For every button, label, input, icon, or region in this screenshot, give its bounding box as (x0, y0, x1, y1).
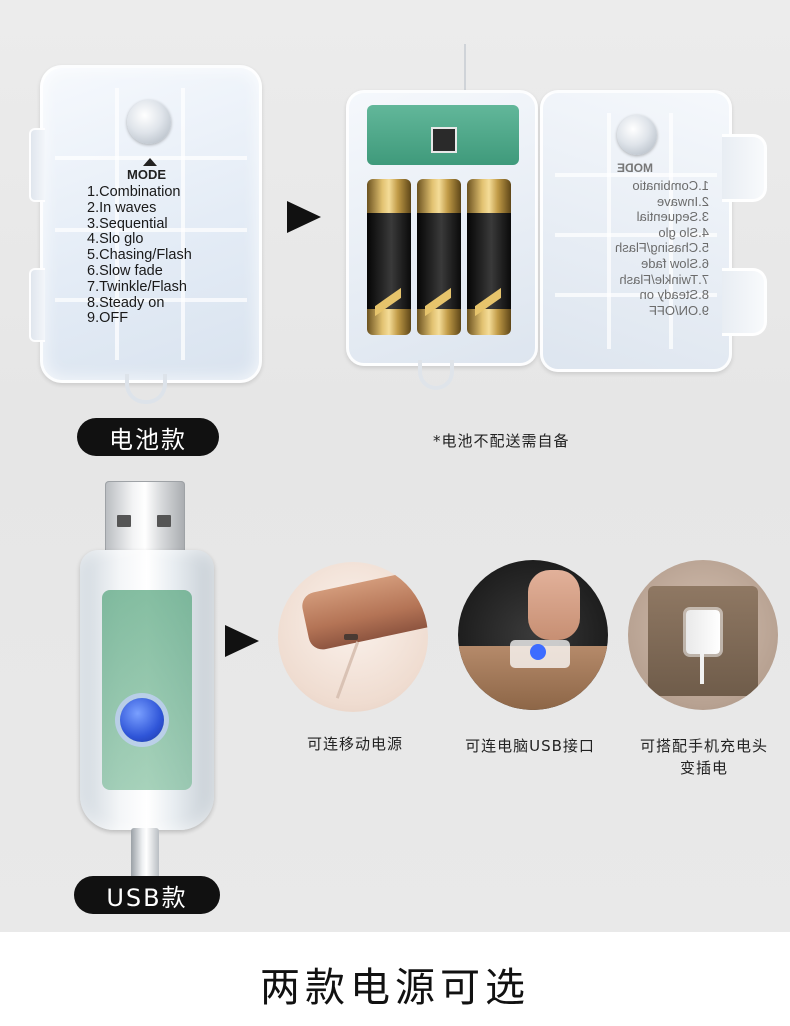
battery-box-closed-image: MODE 1.Combination 2.In waves 3.Sequenti… (29, 65, 262, 383)
battery-box-open-image (346, 90, 538, 366)
usb-option-caption: 可搭配手机充电头 变插电 (639, 737, 768, 777)
mode-item: 5.Chasing/Flash (87, 247, 192, 264)
aa-battery (417, 179, 461, 335)
mode-button-knob (127, 100, 171, 144)
box-side-tab (29, 128, 45, 202)
box-hinge (722, 134, 767, 202)
mode-item: 9.OFF (87, 310, 129, 327)
aa-battery (467, 179, 511, 335)
mirrored-mode-list: 1.Combinatio 2.Inwave 3.Sequential 4.Slo… (615, 178, 709, 318)
box-hinge (722, 268, 767, 336)
hanging-loop (418, 360, 454, 390)
footer-title: 两款电源可选 (260, 965, 530, 1011)
battery-note: *电池不配送需自备 (433, 432, 570, 450)
mode-item: 4.Slo glo (87, 231, 144, 248)
switch-chip (431, 127, 457, 153)
box-rib (115, 88, 119, 360)
mode-arrow-icon (143, 158, 157, 166)
arrow-right-icon (287, 201, 321, 233)
mode-item: 3.Sequential (87, 215, 168, 232)
box-rib (55, 298, 247, 302)
box-rib (181, 88, 185, 360)
usb-type-label: USB款 (74, 876, 220, 914)
usb-option-caption: 可连电脑USB接口 (465, 737, 595, 755)
battery-type-label: 电池款 (77, 418, 219, 456)
circuit-board (102, 590, 192, 790)
mode-button-knob (617, 115, 657, 155)
mode-item: 8.Steady on (87, 294, 165, 311)
usb-mode-button (120, 698, 164, 742)
usb-connector (105, 481, 185, 553)
usb-controller-image (80, 550, 214, 830)
wall-charger-photo (628, 560, 778, 710)
circuit-board (367, 105, 519, 165)
hanging-loop (125, 374, 167, 404)
mode-item: 1.Combination (87, 184, 181, 200)
arrow-right-icon (225, 625, 259, 657)
mode-list: 1.Combination 2.In waves 3.Sequential 4.… (87, 184, 192, 327)
mode-title: MODE (127, 167, 166, 182)
mode-item: 2.In waves (87, 199, 157, 216)
wire (464, 44, 466, 94)
box-rib (55, 228, 247, 232)
battery-box-lid-image: MODE 1.Combinatio 2.Inwave 3.Sequential … (540, 90, 732, 372)
mode-item: 7.Twinkle/Flash (87, 278, 187, 295)
usb-option-caption: 可连移动电源 (306, 735, 403, 753)
aa-battery (367, 179, 411, 335)
laptop-usb-photo (458, 560, 608, 710)
product-panel: MODE 1.Combination 2.In waves 3.Sequenti… (0, 0, 790, 932)
box-side-tab (29, 268, 45, 342)
power-bank-photo (278, 562, 428, 712)
mirrored-mode-title: MODE (617, 161, 653, 175)
mode-item: 6.Slow fade (87, 262, 163, 279)
